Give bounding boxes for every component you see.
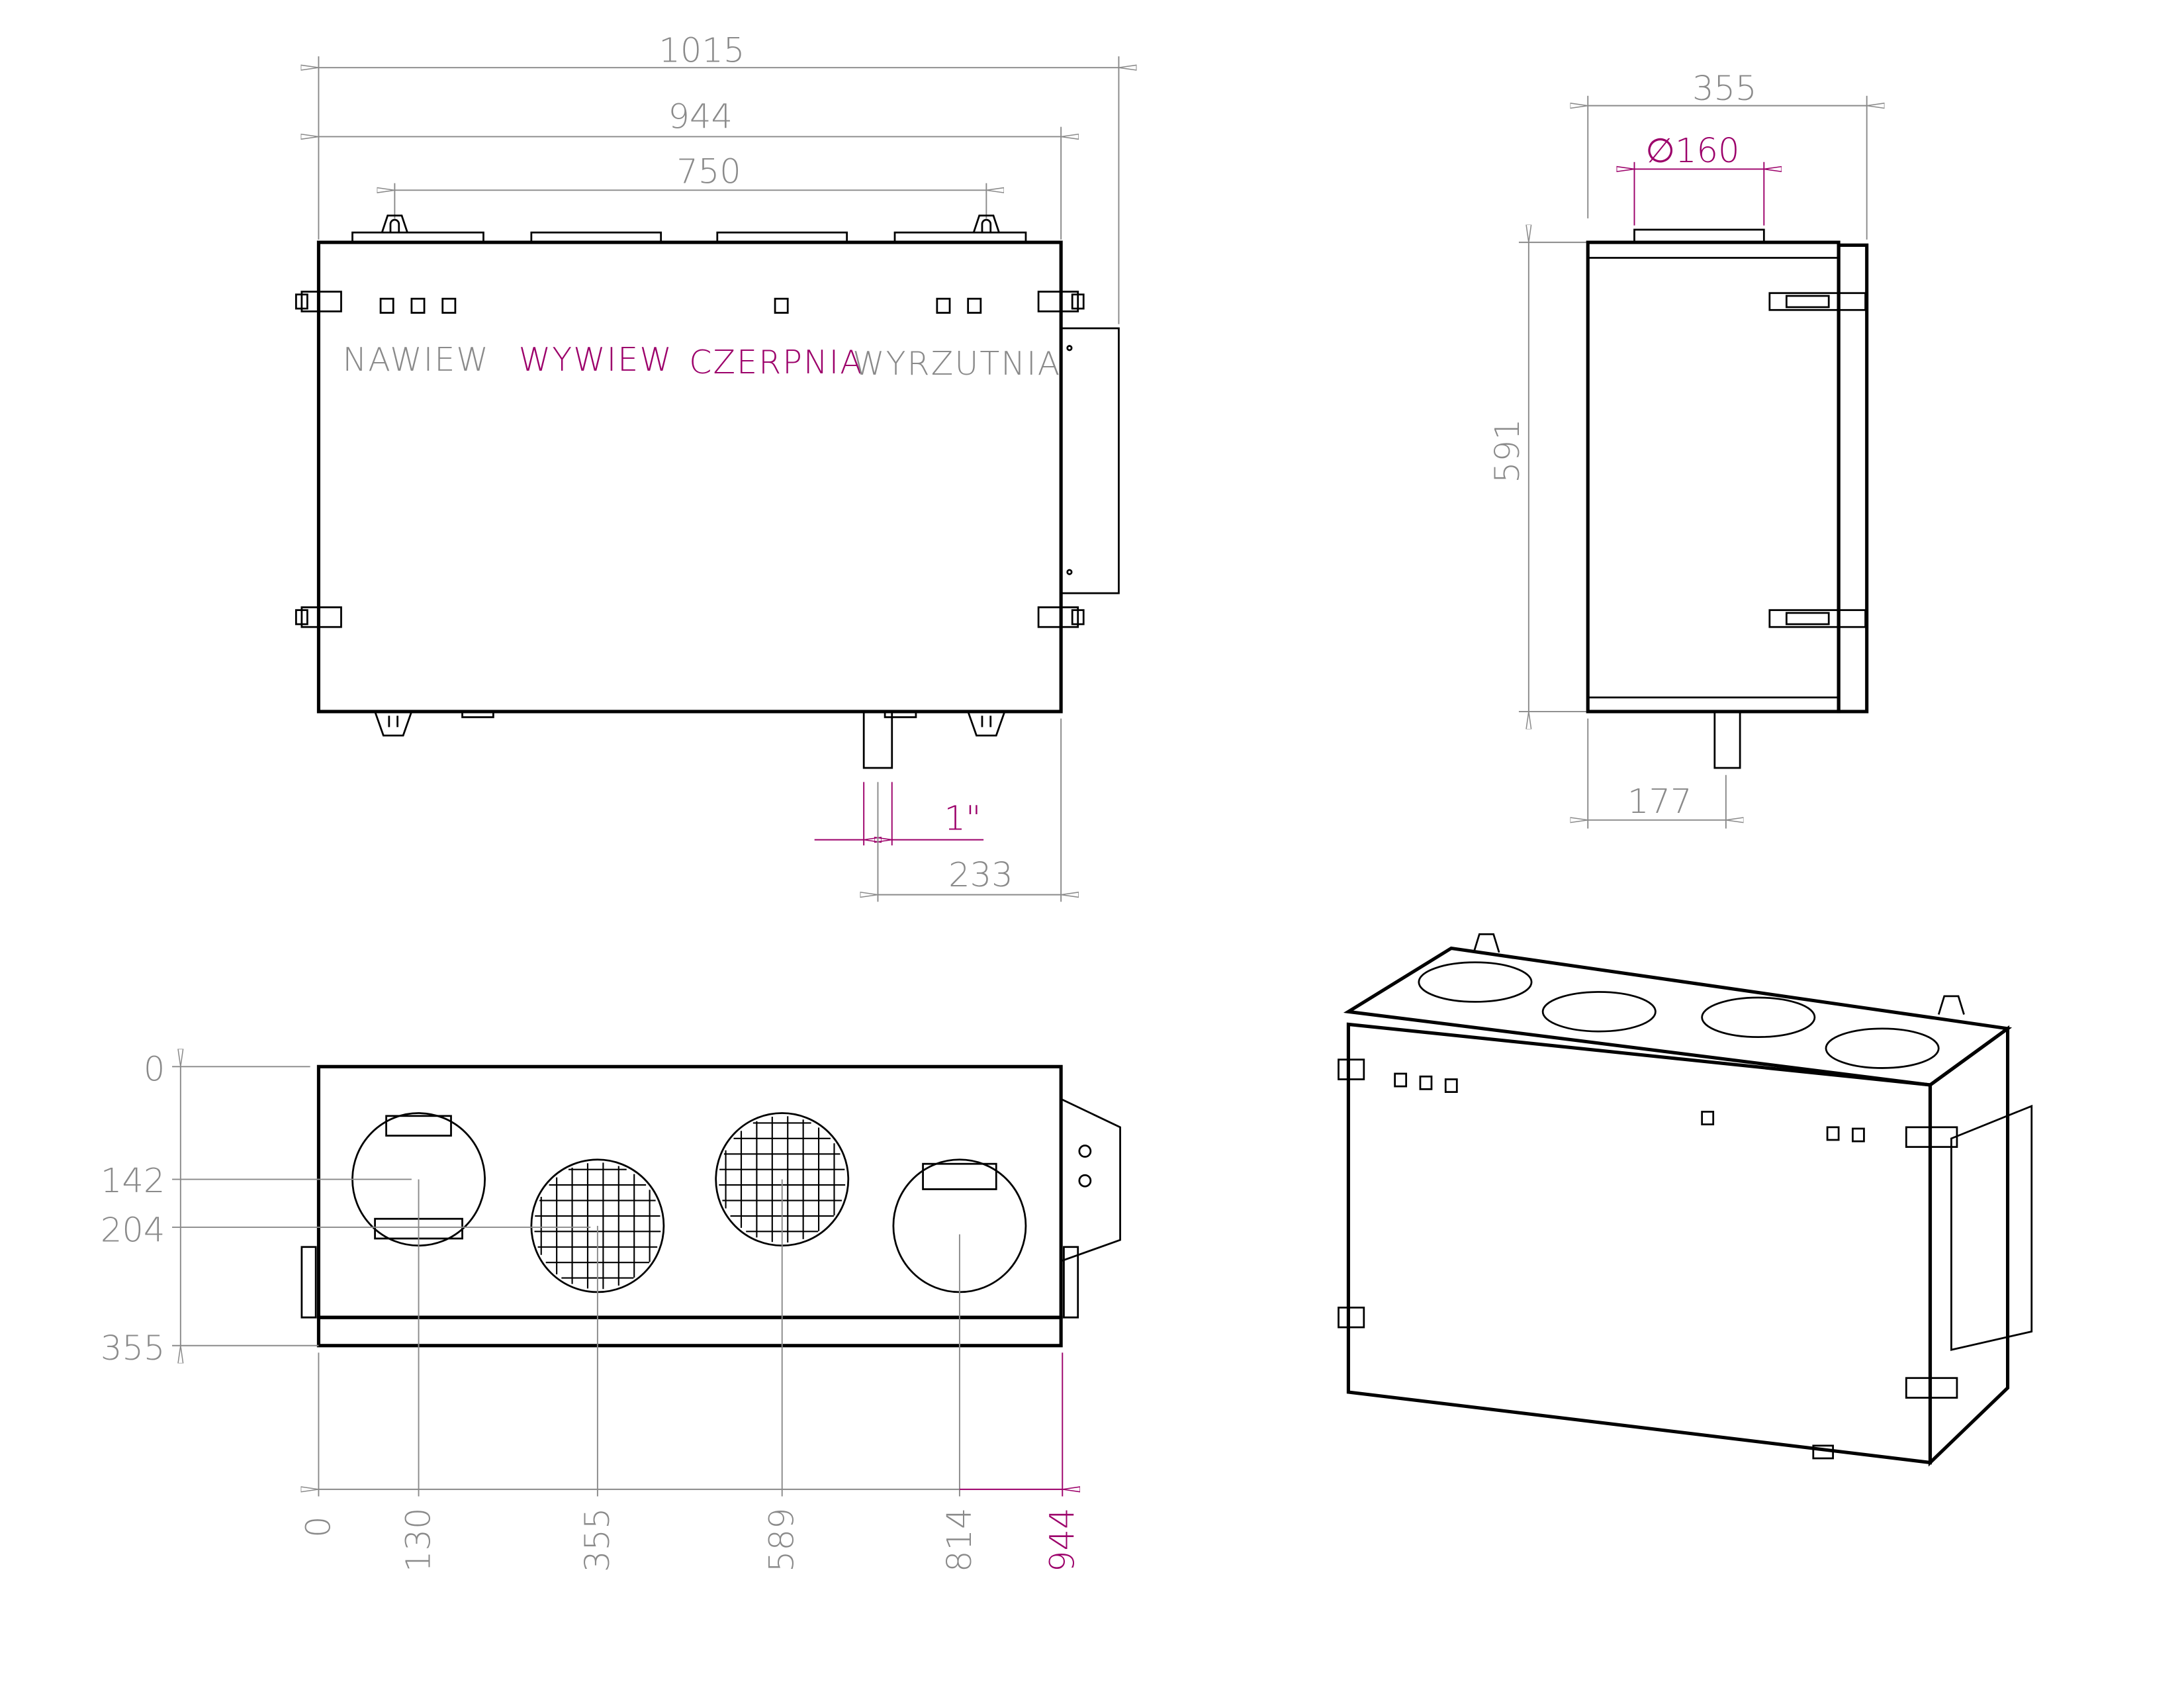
unit-body-top	[316, 1064, 1063, 1319]
latch-icon	[1338, 1058, 1958, 1399]
dim-left-142: 142	[101, 1162, 165, 1201]
dim-drain-depth: 177	[1627, 782, 1692, 821]
dim-depth: 355	[1692, 70, 1757, 109]
label-wyrzutnia: WYRZUTNIA	[852, 345, 1061, 383]
dim-left-0: 0	[144, 1051, 165, 1090]
dim-height: 591	[1488, 418, 1527, 483]
unit-body-side	[1586, 240, 1841, 714]
dim-overall-width: 1015	[659, 32, 745, 71]
front-view: 1015 944 750 NAWIEW WYWIEW CZER	[295, 32, 1120, 902]
iso-front-face	[1346, 1022, 1933, 1465]
dim-bottom-130: 130	[400, 1508, 439, 1573]
dim-bottom-589: 589	[763, 1508, 802, 1573]
dim-left-204: 204	[101, 1211, 165, 1250]
dim-duct-diameter: ∅160	[1646, 132, 1740, 171]
side-view: 355 ∅160 591 177	[1488, 70, 1869, 829]
dim-bottom-355: 355	[578, 1508, 617, 1573]
dim-bottom-0: 0	[299, 1516, 338, 1538]
dim-body-width: 944	[668, 98, 733, 137]
label-czerpnia: CZERPNIA	[689, 344, 864, 381]
latch-icon	[295, 291, 1085, 628]
dim-bottom-814: 814	[940, 1508, 979, 1573]
duct-grille	[719, 1116, 846, 1243]
drain-pipe	[862, 710, 893, 769]
top-view: 0 142 204 355 0 130 355 589 814 944	[101, 1051, 1121, 1573]
dim-drain-offset: 233	[948, 856, 1013, 895]
label-nawiew: NAWIEW	[343, 341, 490, 379]
side-control-box	[1060, 327, 1120, 594]
label-wywiew: WYWIEW	[519, 341, 673, 379]
isometric-view	[1338, 933, 2033, 1467]
dim-left-355: 355	[101, 1329, 165, 1368]
door-profile	[1837, 243, 1869, 714]
dim-spigot-spacing: 750	[676, 153, 741, 192]
latch-icon	[1768, 292, 1866, 628]
dim-drain-size: 1"	[944, 800, 981, 839]
dim-bottom-944: 944	[1043, 1508, 1082, 1573]
